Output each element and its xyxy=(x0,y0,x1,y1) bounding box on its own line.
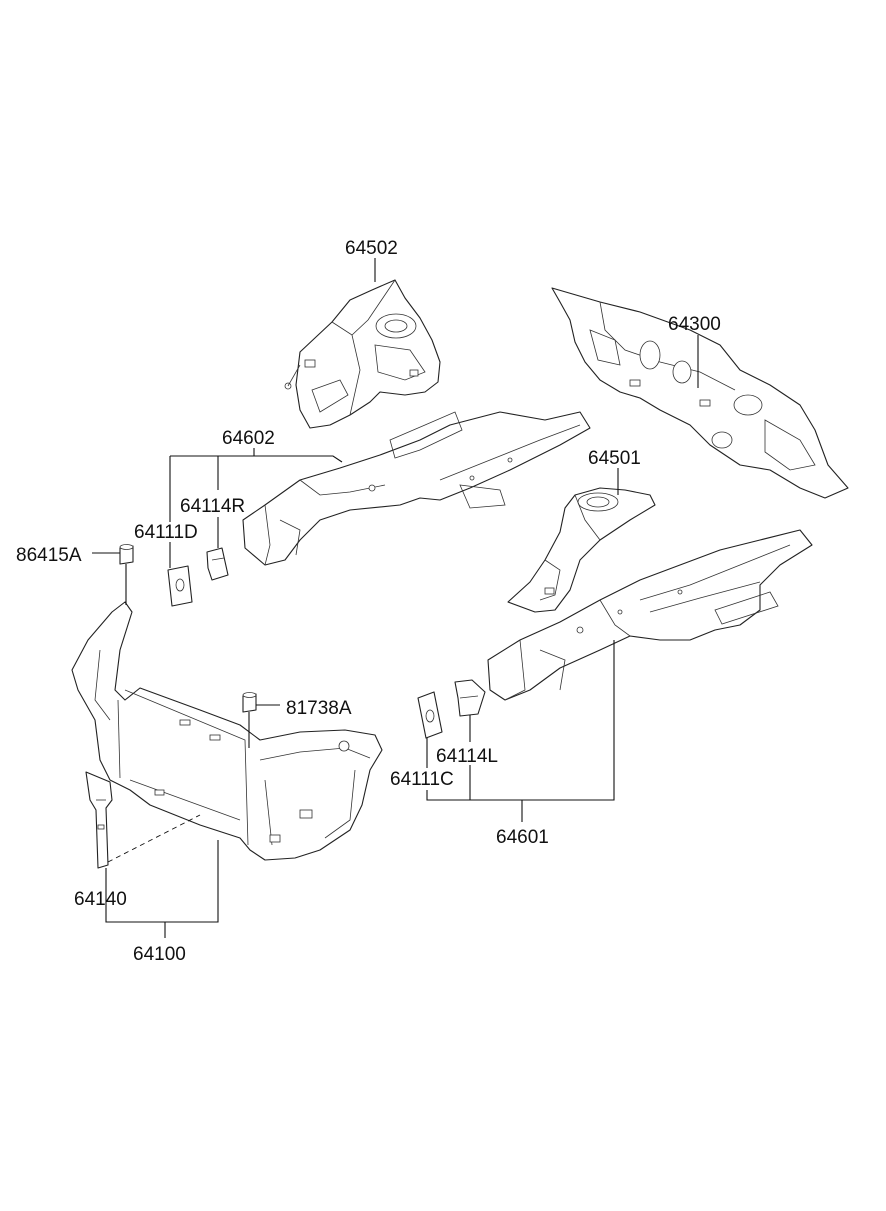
leader-lines xyxy=(92,258,699,938)
dashed-leaders xyxy=(107,814,201,863)
label-64140: 64140 xyxy=(74,889,127,910)
label-64300: 64300 xyxy=(668,314,721,335)
part-64502-wheelhouse xyxy=(284,279,441,429)
label-64111D: 64111D xyxy=(134,522,198,543)
part-64300-dash-panel xyxy=(551,287,849,499)
part-64114R-bracket xyxy=(206,547,229,581)
label-86415A: 86415A xyxy=(16,545,82,566)
part-64501-wheelhouse xyxy=(507,487,656,613)
label-64602: 64602 xyxy=(222,428,275,449)
label-64111C: 64111C xyxy=(390,769,454,790)
part-64111C-plate xyxy=(417,691,443,739)
part-81738A-grommet xyxy=(242,692,257,713)
part-64601-side-member xyxy=(487,529,813,701)
part-64111D-plate xyxy=(167,565,193,607)
label-64502: 64502 xyxy=(345,238,398,259)
label-81738A: 81738A xyxy=(286,698,352,719)
part-64100-radiator-support xyxy=(71,601,383,861)
label-64100: 64100 xyxy=(133,944,186,965)
label-64114L: 64114L xyxy=(436,746,498,767)
label-64114R: 64114R xyxy=(180,496,245,517)
part-86415A-grommet xyxy=(119,544,134,565)
part-64602-side-member xyxy=(242,411,591,566)
part-64140-stay xyxy=(85,771,113,869)
label-64601: 64601 xyxy=(496,827,549,848)
label-64501: 64501 xyxy=(588,448,641,469)
part-64114L-bracket xyxy=(454,679,486,717)
